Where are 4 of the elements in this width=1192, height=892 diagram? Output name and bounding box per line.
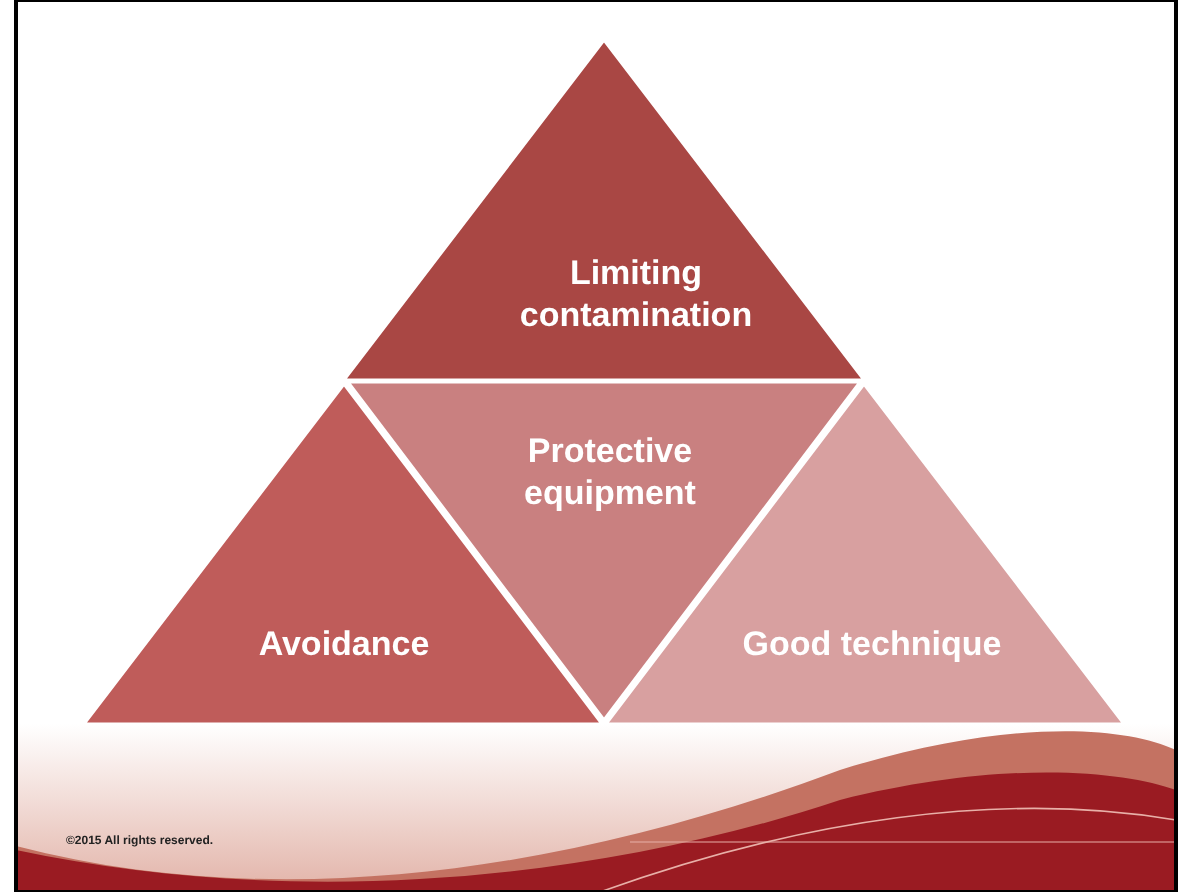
triangle-label: Protective equipment [522,429,698,515]
triangle-label: Limiting contamination [517,251,755,337]
triangle-label: Avoidance [256,622,432,666]
triangle-label: Good technique [742,622,1002,666]
